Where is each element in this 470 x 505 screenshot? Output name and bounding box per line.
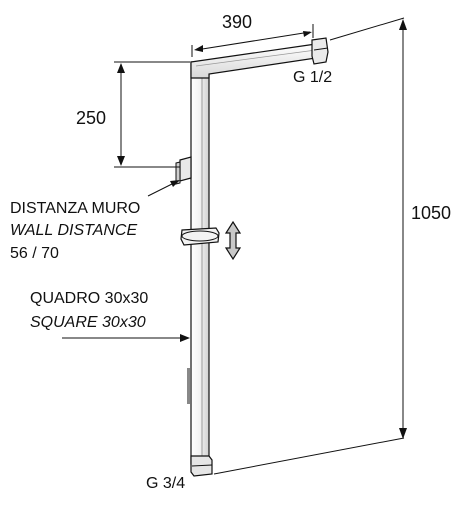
bottom-connector-detail	[191, 464, 213, 467]
dimension-upper-height: 250	[76, 61, 190, 168]
dim-top-width-label: 390	[222, 12, 252, 32]
thread-bottom-label: G 3/4	[146, 475, 185, 492]
tube-section-label-en: SQUARE 30x30	[30, 314, 146, 331]
dimension-top-width: 390	[191, 12, 314, 57]
top-connector-detail	[313, 47, 329, 51]
wall-distance-value: 56 / 70	[10, 245, 59, 262]
wall-distance-label-it: DISTANZA MURO	[10, 200, 140, 217]
wall-distance-label-en: WALL DISTANCE	[10, 222, 137, 239]
slide-holder-ring	[181, 230, 219, 242]
dim-total-height-label: 1050	[411, 203, 451, 223]
dimension-total-height: 1050	[213, 17, 451, 475]
wall-distance-callout: DISTANZA MURO WALL DISTANCE 56 / 70	[10, 180, 180, 262]
top-connector	[311, 37, 329, 65]
thread-top-label: G 1/2	[293, 69, 332, 86]
vertical-tube	[190, 61, 210, 465]
wall-bracket	[179, 156, 192, 182]
tube-slot	[187, 368, 190, 404]
dim-upper-height-label: 250	[76, 108, 106, 128]
tube-section-callout: QUADRO 30x30 SQUARE 30x30	[30, 290, 190, 342]
bottom-connector	[190, 455, 213, 477]
arm-edge-line	[195, 49, 317, 67]
tube-section-label-it: QUADRO 30x30	[30, 290, 148, 307]
double-arrow-icon	[224, 220, 242, 261]
shower-column	[175, 37, 329, 477]
